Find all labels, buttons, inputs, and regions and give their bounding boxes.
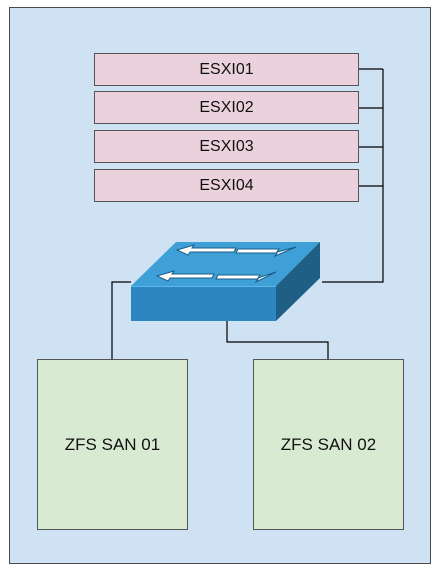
network-switch-icon xyxy=(131,242,320,321)
host-esxi04: ESXI04 xyxy=(94,169,359,202)
arrow-right-2 xyxy=(215,271,277,284)
host-bus-connector xyxy=(322,68,384,283)
arrow-left-2 xyxy=(155,270,215,282)
host-esxi03: ESXI03 xyxy=(94,130,359,163)
storage-zfs-san-01: ZFS SAN 01 xyxy=(37,359,188,530)
switch-arrows xyxy=(155,244,297,284)
arrow-right-1 xyxy=(235,246,297,258)
connector-san02 xyxy=(226,321,329,359)
storage-zfs-san-02: ZFS SAN 02 xyxy=(253,359,404,530)
switch-front-face xyxy=(131,286,276,321)
connector-san01 xyxy=(111,281,131,359)
switch-side-face xyxy=(276,242,320,321)
san-connectors xyxy=(111,281,329,359)
host-esxi02: ESXI02 xyxy=(94,91,359,124)
arrow-left-1 xyxy=(175,244,237,256)
connector-trunk xyxy=(322,69,384,283)
host-esxi01: ESXI01 xyxy=(94,53,359,86)
